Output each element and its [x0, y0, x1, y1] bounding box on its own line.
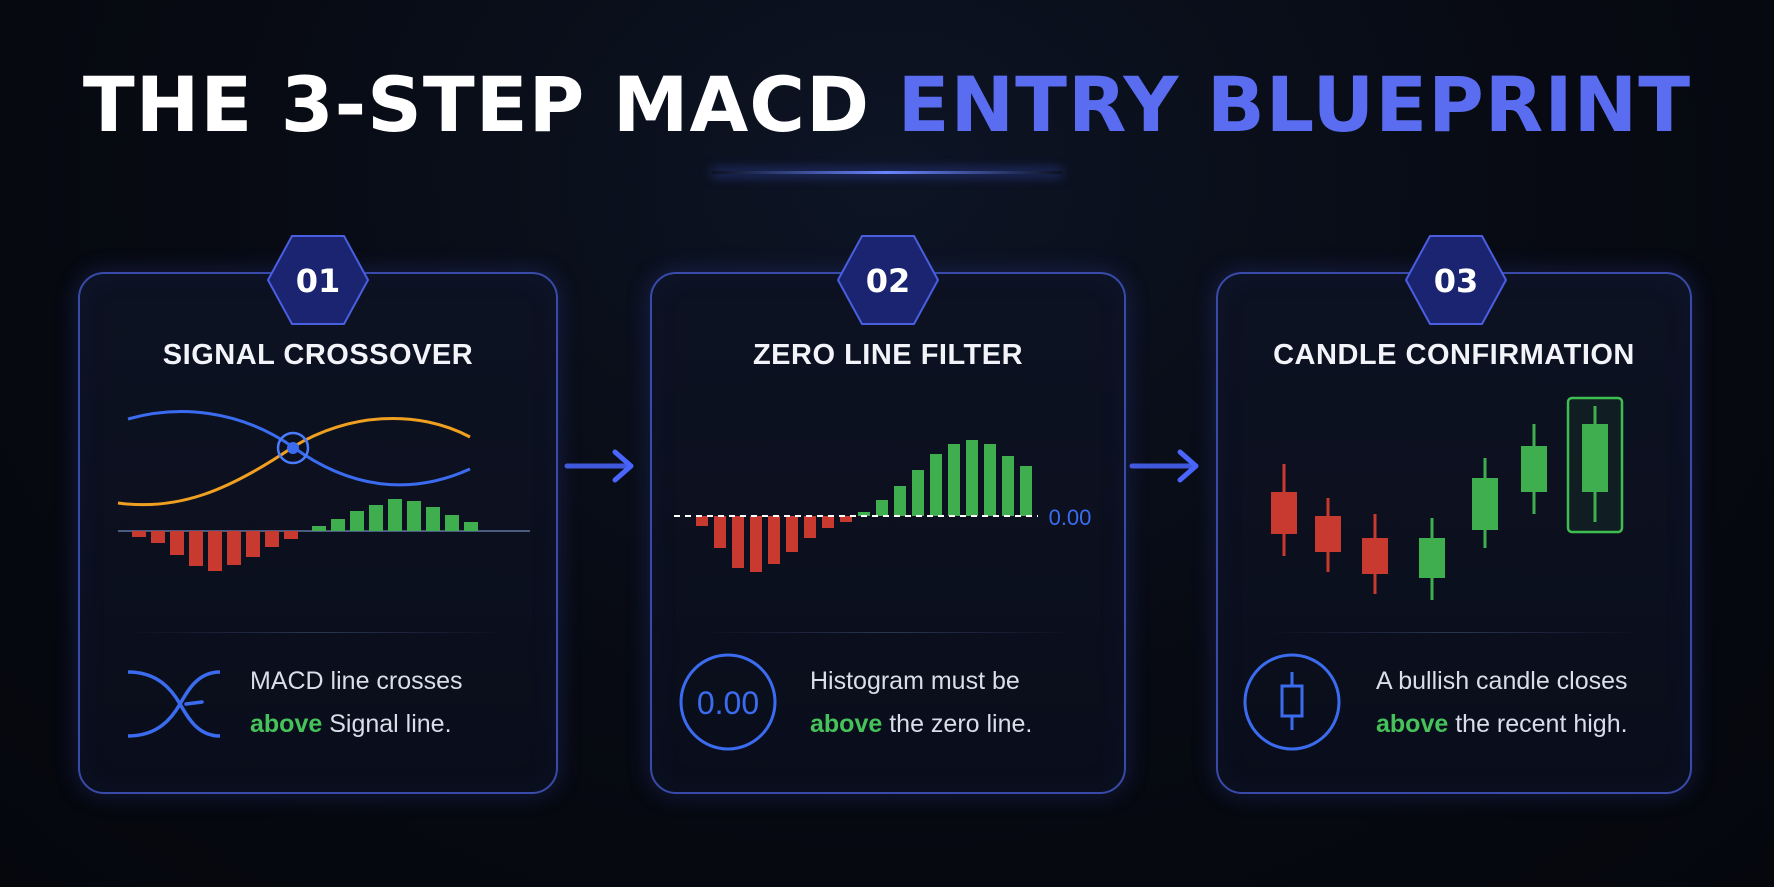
title-accent: ENTRY BLUEPRINT [897, 60, 1692, 149]
histogram-bars [132, 499, 478, 571]
desc-line-1: A bullish candle closes [1376, 667, 1628, 695]
card-divider [702, 632, 1074, 633]
step-title: SIGNAL CROSSOVER [162, 339, 474, 371]
desc-rest: the recent high. [1455, 710, 1628, 738]
icon-text: 0.00 [697, 685, 759, 721]
candle-bearish [1362, 514, 1388, 594]
histogram-bars [696, 440, 1032, 572]
crossover-icon [127, 670, 221, 738]
step-description: A bullish candle closes above the recent… [1376, 660, 1628, 746]
desc-highlight: above [810, 710, 883, 738]
arrow-right-icon [564, 449, 634, 483]
step-number: 02 [866, 262, 911, 300]
desc-rest: the zero line. [889, 710, 1033, 738]
candlestick-chart [1271, 396, 1624, 600]
step-badge-2: 02 [836, 235, 940, 325]
crossover-chart [117, 410, 530, 571]
step-title: ZERO LINE FILTER [752, 339, 1024, 371]
desc-highlight: above [1376, 710, 1449, 738]
step-badge-3: 03 [1404, 235, 1508, 325]
card-divider [1268, 632, 1640, 633]
desc-line-2: above Signal line. [250, 703, 463, 746]
step-description: MACD line crosses above Signal line. [250, 660, 463, 746]
title-main: THE 3-STEP MACD [82, 60, 871, 149]
desc-line-1: Histogram must be [810, 667, 1020, 695]
title-underline-glow [712, 171, 1062, 174]
step-card-1: 01 SIGNAL CROSSOVER [78, 235, 558, 794]
signal-line [117, 416, 471, 507]
macd-line [127, 410, 471, 487]
arrow-right-icon [1129, 449, 1199, 483]
card-divider [130, 632, 506, 633]
candle-bullish [1521, 424, 1547, 514]
zero-circle-icon: 0.00 [679, 653, 777, 751]
candle-bearish [1315, 498, 1341, 572]
candle-bullish [1472, 458, 1498, 548]
desc-line-1: MACD line crosses [250, 667, 463, 695]
step-card-2: 02 ZERO LINE FILTER 0.00 [650, 235, 1126, 794]
step-badge-1: 01 [266, 235, 370, 325]
zero-line-chart: 0.00 [674, 440, 1092, 572]
step-description: Histogram must be above the zero line. [810, 660, 1032, 746]
page-title: THE 3-STEP MACD ENTRY BLUEPRINT [0, 60, 1774, 149]
step-number: 01 [296, 262, 341, 300]
crossover-point [276, 431, 310, 465]
desc-line-2: above the zero line. [810, 703, 1032, 746]
desc-rest: Signal line. [329, 710, 452, 738]
candle-bearish [1271, 464, 1297, 556]
step-card-3: 03 CANDLE CONFIRMATION [1216, 235, 1692, 794]
zero-label: 0.00 [1049, 505, 1092, 530]
desc-line-2: above the recent high. [1376, 703, 1628, 746]
candle-icon [1243, 653, 1341, 751]
step-title: CANDLE CONFIRMATION [1273, 339, 1635, 371]
candle-bullish-confirmation [1582, 406, 1608, 522]
step-number: 03 [1434, 262, 1479, 300]
desc-highlight: above [250, 710, 323, 738]
candle-bullish [1419, 518, 1445, 600]
